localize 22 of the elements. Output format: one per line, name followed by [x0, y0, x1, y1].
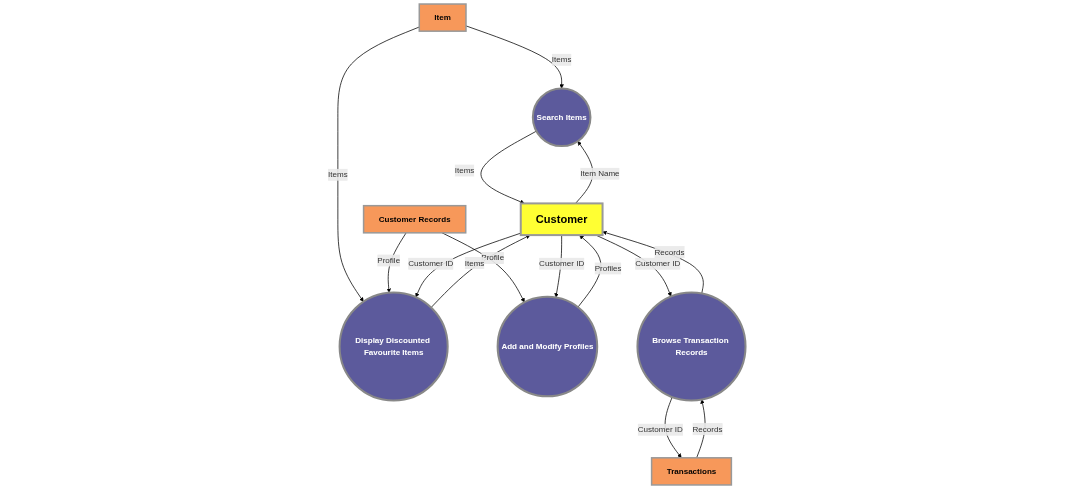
edge-label: Records — [654, 247, 685, 257]
node-circle: Browse Transaction Records — [636, 291, 747, 402]
node-circle: Add and Modify Profiles — [496, 295, 599, 398]
edge-label: Customer ID — [539, 259, 585, 268]
node-box: Transactions — [651, 457, 733, 486]
node-box: Customer — [519, 202, 604, 237]
edge-label: Items — [552, 55, 572, 64]
edge-label: Customer ID — [408, 259, 454, 268]
node-circle: Display Discounted Favourite Items — [338, 291, 449, 402]
edge-label: Customer ID — [635, 259, 681, 268]
edge-label: Items — [454, 166, 475, 175]
edge-label: Item Name — [580, 169, 620, 178]
edge-label: Customer ID — [637, 425, 684, 434]
edge-label: Records — [692, 424, 723, 434]
edge-label: Profile — [481, 253, 505, 262]
node-box: Customer Records — [363, 204, 467, 234]
node-box: Item — [418, 3, 467, 32]
edge-label: Items — [464, 258, 485, 268]
node-circle: Search Items — [532, 87, 592, 148]
edge-label: Profiles — [594, 263, 622, 273]
edge-label: Profile — [377, 256, 401, 265]
edge-label: Items — [328, 170, 348, 179]
